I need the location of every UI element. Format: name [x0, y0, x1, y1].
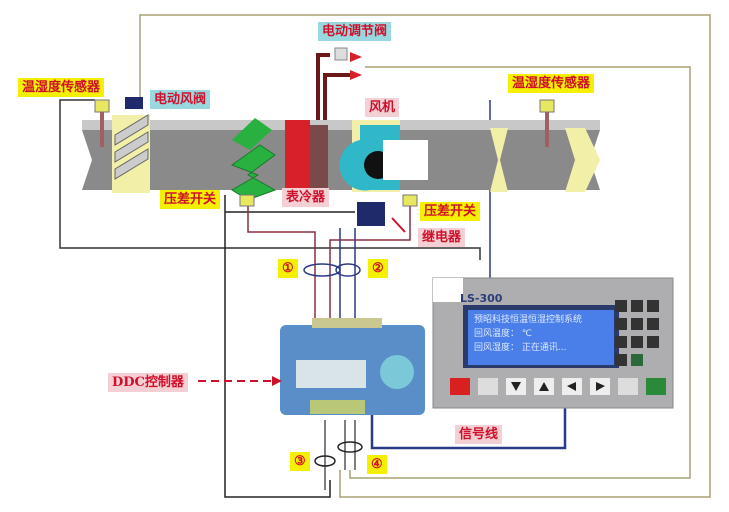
- panel-model: LS-300: [460, 292, 503, 305]
- label-dp-left: 压差开关: [160, 190, 221, 209]
- label-fan: 风机: [365, 98, 400, 117]
- screen-title: 预昭科技恒温恒湿控制系统: [474, 315, 583, 325]
- label-n2: ②: [368, 259, 388, 278]
- panel-screen: 预昭科技恒温恒湿控制系统 回风温度： ℃ 回风湿度： 正在通讯...: [468, 310, 614, 365]
- wire-valve: [349, 66, 691, 479]
- stop-key: [450, 378, 470, 395]
- line1-value: ℃: [521, 329, 532, 339]
- label-n3: ③: [290, 452, 310, 471]
- cooling-coil: [285, 120, 310, 195]
- signal-wire: [370, 400, 567, 450]
- damper-actuator: [125, 97, 143, 109]
- label-sensor-right: 温湿度传感器: [508, 74, 595, 93]
- label-damper: 电动风阀: [150, 90, 211, 109]
- filter: [230, 144, 277, 201]
- wire-sensor-left: [59, 99, 481, 260]
- label-valve: 电动调节阀: [318, 22, 392, 41]
- sensor-right: [539, 99, 555, 113]
- label-relay: 继电器: [418, 228, 466, 247]
- label-n1: ①: [278, 259, 298, 278]
- dp-switch-left: [239, 194, 255, 207]
- relay: [357, 202, 385, 226]
- label-signal: 信号线: [455, 425, 503, 444]
- wire-dp-right: [329, 205, 411, 320]
- line1-label: 回风温度：: [474, 329, 520, 339]
- line2-label: 回风湿度：: [474, 343, 520, 353]
- sensor-left: [94, 99, 110, 113]
- enter-key: [646, 378, 666, 395]
- wire-black: [224, 195, 331, 498]
- wire-damper: [139, 14, 711, 498]
- control-valve: [334, 47, 348, 61]
- dp-switch-right: [402, 194, 418, 207]
- line2-value: 正在通讯...: [521, 343, 567, 353]
- label-n4: ④: [367, 455, 387, 474]
- label-sensor-left: 温湿度传感器: [18, 78, 105, 97]
- label-dp-right: 压差开关: [420, 202, 481, 221]
- label-coil: 表冷器: [282, 188, 330, 207]
- label-ddc: DDC控制器: [108, 373, 188, 392]
